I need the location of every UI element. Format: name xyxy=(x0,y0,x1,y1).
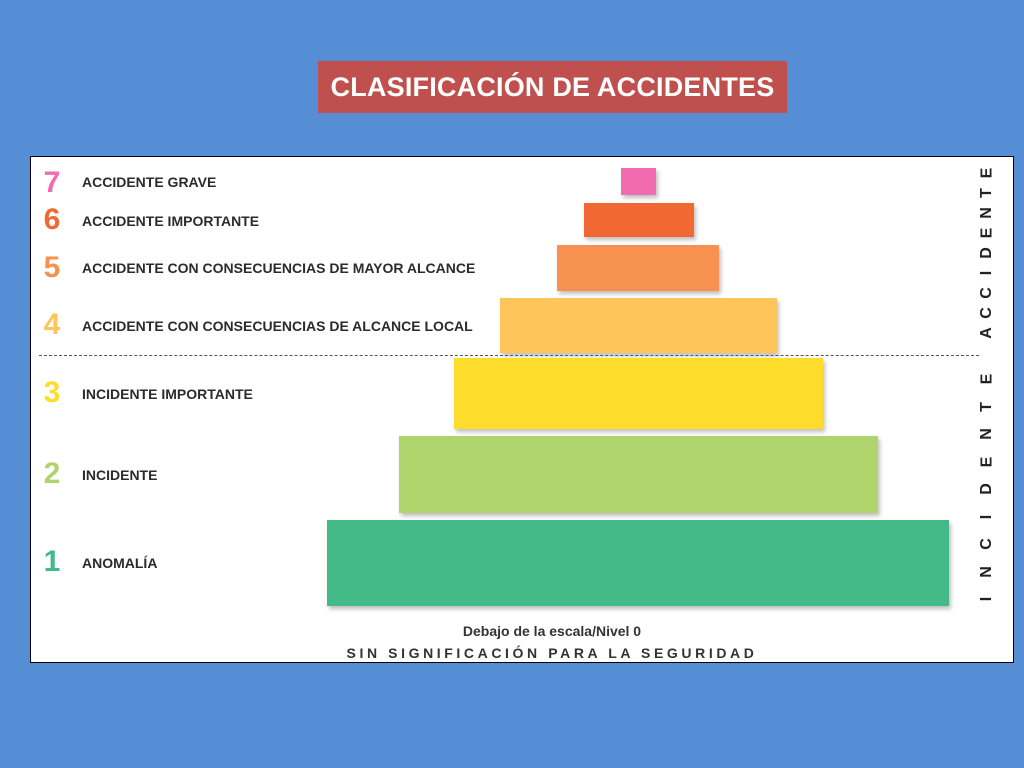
vertical-letter: E xyxy=(977,373,995,385)
slide-title: CLASIFICACIÓN DE ACCIDENTES xyxy=(318,61,787,113)
vertical-letter: E xyxy=(977,167,995,179)
vertical-letter: I xyxy=(977,270,995,276)
level-5-bar xyxy=(557,245,719,291)
vertical-letter: T xyxy=(978,401,995,412)
level-4-bar xyxy=(500,298,777,353)
level-1-number: 1 xyxy=(43,545,61,578)
vertical-letter: C xyxy=(978,287,995,299)
vertical-letter: A xyxy=(978,327,995,339)
level-4-label: ACCIDENTE CON CONSECUENCIAS DE ALCANCE L… xyxy=(82,318,473,334)
classification-diagram: 7 ACCIDENTE GRAVE 6 ACCIDENTE IMPORTANTE… xyxy=(30,156,1014,663)
level-2-bar xyxy=(399,436,878,513)
level-4-number: 4 xyxy=(43,308,61,341)
level-5-number: 5 xyxy=(43,251,61,284)
vertical-letter: N xyxy=(978,565,995,578)
level-6-bar xyxy=(584,203,694,237)
level-6-label: ACCIDENTE IMPORTANTE xyxy=(82,213,260,229)
no-significance-label: SIN SIGNIFICACIÓN PARA LA SEGURIDAD xyxy=(346,645,758,661)
vertical-letter: I xyxy=(977,514,995,519)
vertical-letter: D xyxy=(978,483,995,495)
level-2-number: 2 xyxy=(43,457,61,490)
vertical-letter: D xyxy=(978,247,995,259)
vertical-letter: C xyxy=(978,307,995,319)
vertical-letter: N xyxy=(978,207,995,219)
vertical-letter: C xyxy=(978,538,995,550)
below-scale-label: Debajo de la escala/Nivel 0 xyxy=(462,623,642,639)
level-7-label: ACCIDENTE GRAVE xyxy=(82,174,217,190)
vertical-letter: E xyxy=(977,456,995,467)
level-6-number: 6 xyxy=(43,203,61,236)
level-3-label: INCIDENTE IMPORTANTE xyxy=(82,386,253,402)
level-1-bar xyxy=(327,520,949,606)
vertical-letter: N xyxy=(978,428,995,440)
level-7-number: 7 xyxy=(43,166,61,199)
level-1-label: ANOMALÍA xyxy=(82,555,158,571)
vertical-letter: I xyxy=(977,596,995,602)
level-2-label: INCIDENTE xyxy=(82,467,158,483)
accident-incident-divider xyxy=(39,355,979,356)
level-7-bar xyxy=(621,168,656,195)
level-5-label: ACCIDENTE CON CONSECUENCIAS DE MAYOR ALC… xyxy=(82,260,476,276)
vertical-letter: T xyxy=(978,188,995,198)
incidente-vertical-label: E T N E D I C N I xyxy=(977,371,997,607)
level-3-number: 3 xyxy=(43,376,61,409)
vertical-letter: E xyxy=(977,227,995,239)
level-3-bar xyxy=(454,358,823,429)
